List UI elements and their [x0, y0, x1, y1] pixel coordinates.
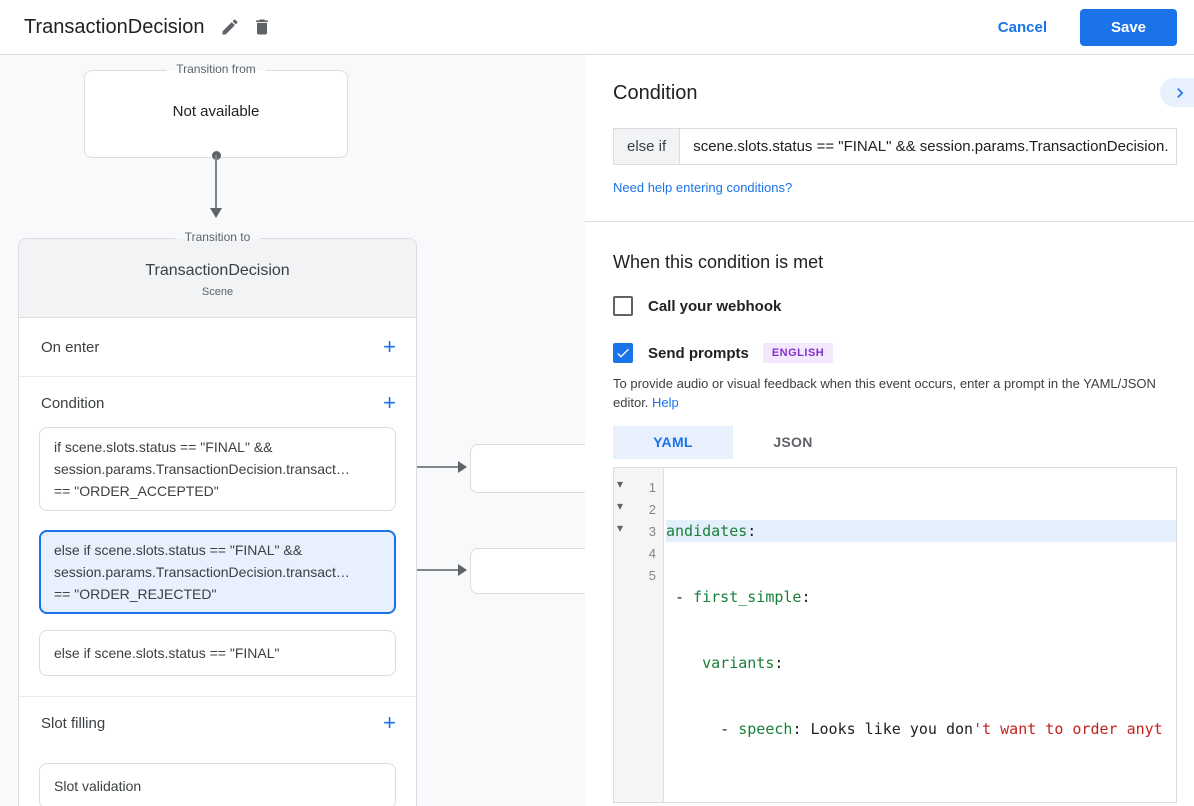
line-number: 1: [648, 479, 656, 495]
help-link[interactable]: Help: [652, 395, 679, 410]
condition-text: == "ORDER_REJECTED": [54, 586, 217, 602]
conditions-help-link[interactable]: Need help entering conditions?: [613, 180, 793, 195]
transition-from-legend: Transition from: [166, 62, 266, 76]
panel-title: Condition: [613, 82, 698, 104]
condition-operator-label: else if: [614, 129, 681, 164]
code-line-4: - speech: Looks like you don't want to o…: [666, 720, 1163, 738]
condition-section-label: Condition: [41, 394, 105, 412]
transition-target-box[interactable]: [470, 548, 585, 594]
connector-line: [400, 569, 458, 571]
condition-card-accepted[interactable]: if scene.slots.status == "FINAL" && sess…: [39, 427, 396, 511]
code-line-1: andidates:: [666, 520, 1176, 542]
fold-arrow-icon[interactable]: ▾: [617, 521, 624, 535]
slot-filling-label: Slot filling: [41, 714, 106, 732]
fold-arrow-icon[interactable]: ▾: [617, 499, 624, 513]
scene-card-header[interactable]: TransactionDecision Scene: [19, 239, 416, 318]
line-number: 5: [648, 567, 656, 583]
line-number: 3: [648, 523, 656, 539]
checkmark-icon: [615, 345, 631, 361]
code-line-2: - first_simple:: [666, 588, 811, 606]
trash-icon: [252, 17, 272, 37]
editor-tabs: YAML JSON: [613, 426, 1177, 459]
condition-expression-input[interactable]: [680, 129, 1176, 164]
transition-from-value: Not available: [172, 102, 260, 120]
code-line-3: variants:: [702, 654, 784, 672]
description-text: To provide audio or visual feedback when…: [613, 376, 1156, 410]
condition-text: == "ORDER_ACCEPTED": [54, 483, 219, 499]
tab-yaml[interactable]: YAML: [613, 426, 733, 459]
section-slot-filling: Slot filling + Slot validation: [19, 697, 416, 806]
condition-detail-panel: Condition else if Need help entering con…: [585, 55, 1194, 806]
collapse-panel-button[interactable]: [1160, 78, 1194, 107]
scene-flow-canvas: Transition from Not available Transition…: [0, 55, 585, 806]
send-prompts-row: Send prompts ENGLISH: [613, 343, 1177, 363]
line-number: 2: [648, 501, 656, 517]
condition-expression-row: else if: [613, 128, 1177, 165]
edit-title-button[interactable]: [214, 11, 246, 43]
cancel-button[interactable]: Cancel: [982, 11, 1063, 44]
arrow-down-icon: [210, 208, 222, 218]
chevron-right-icon: [1170, 83, 1190, 103]
transition-target-box[interactable]: [470, 444, 585, 493]
fold-arrow-icon[interactable]: ▾: [617, 477, 624, 491]
send-prompts-label: Send prompts: [648, 344, 749, 362]
condition-text: session.params.TransactionDecision.trans…: [54, 564, 350, 580]
scene-card: Transition to TransactionDecision Scene …: [18, 230, 417, 806]
condition-text: if scene.slots.status == "FINAL" &&: [54, 439, 273, 455]
delete-scene-button[interactable]: [246, 11, 278, 43]
prompt-code-editor[interactable]: ▾ 1 ▾ 2 ▾ 3 4 5 andidates: - first_simple: …: [613, 467, 1177, 803]
connector-line: [215, 155, 217, 208]
page-title: TransactionDecision: [24, 15, 205, 38]
section-condition: Condition + if scene.slots.status == "FI…: [19, 377, 416, 697]
condition-text: else if scene.slots.status == "FINAL" &&: [54, 542, 303, 558]
connector-line: [400, 466, 458, 468]
add-condition-button[interactable]: +: [383, 390, 396, 415]
send-prompts-checkbox[interactable]: [613, 343, 633, 363]
condition-text: else if scene.slots.status == "FINAL": [54, 645, 280, 661]
webhook-checkbox[interactable]: [613, 296, 633, 316]
section-on-enter: On enter +: [19, 318, 416, 377]
arrow-right-icon: [458, 461, 467, 473]
editor-code-area[interactable]: andidates: - first_simple: variants: - s…: [664, 468, 1176, 802]
editor-gutter: ▾ 1 ▾ 2 ▾ 3 4 5: [614, 468, 664, 802]
top-bar: TransactionDecision Cancel Save: [0, 0, 1194, 55]
transition-from-box[interactable]: Transition from Not available: [84, 62, 348, 158]
code-line-5: [666, 784, 1176, 802]
add-slot-button[interactable]: +: [383, 710, 396, 735]
scene-name: TransactionDecision: [145, 262, 290, 279]
webhook-label: Call your webhook: [648, 297, 782, 315]
line-number: 4: [648, 545, 656, 561]
condition-text: session.params.TransactionDecision.trans…: [54, 461, 350, 477]
slot-validation-card[interactable]: Slot validation: [39, 763, 396, 806]
language-badge: ENGLISH: [762, 343, 834, 363]
prompts-description: To provide audio or visual feedback when…: [613, 374, 1188, 412]
tab-json[interactable]: JSON: [733, 426, 853, 459]
add-on-enter-button[interactable]: +: [383, 334, 396, 359]
slot-card-text: Slot validation: [54, 778, 142, 794]
on-enter-label: On enter: [41, 338, 100, 356]
transition-to-legend: Transition to: [174, 230, 261, 244]
arrow-right-icon: [458, 564, 467, 576]
scene-type-label: Scene: [201, 286, 234, 298]
condition-card-final[interactable]: else if scene.slots.status == "FINAL": [39, 630, 396, 676]
when-met-title: When this condition is met: [613, 252, 824, 272]
webhook-row: Call your webhook: [613, 296, 1177, 316]
pencil-icon: [220, 17, 240, 37]
condition-card-rejected-selected[interactable]: else if scene.slots.status == "FINAL" &&…: [39, 530, 396, 614]
save-button[interactable]: Save: [1080, 8, 1177, 46]
panel-divider: [585, 221, 1194, 222]
